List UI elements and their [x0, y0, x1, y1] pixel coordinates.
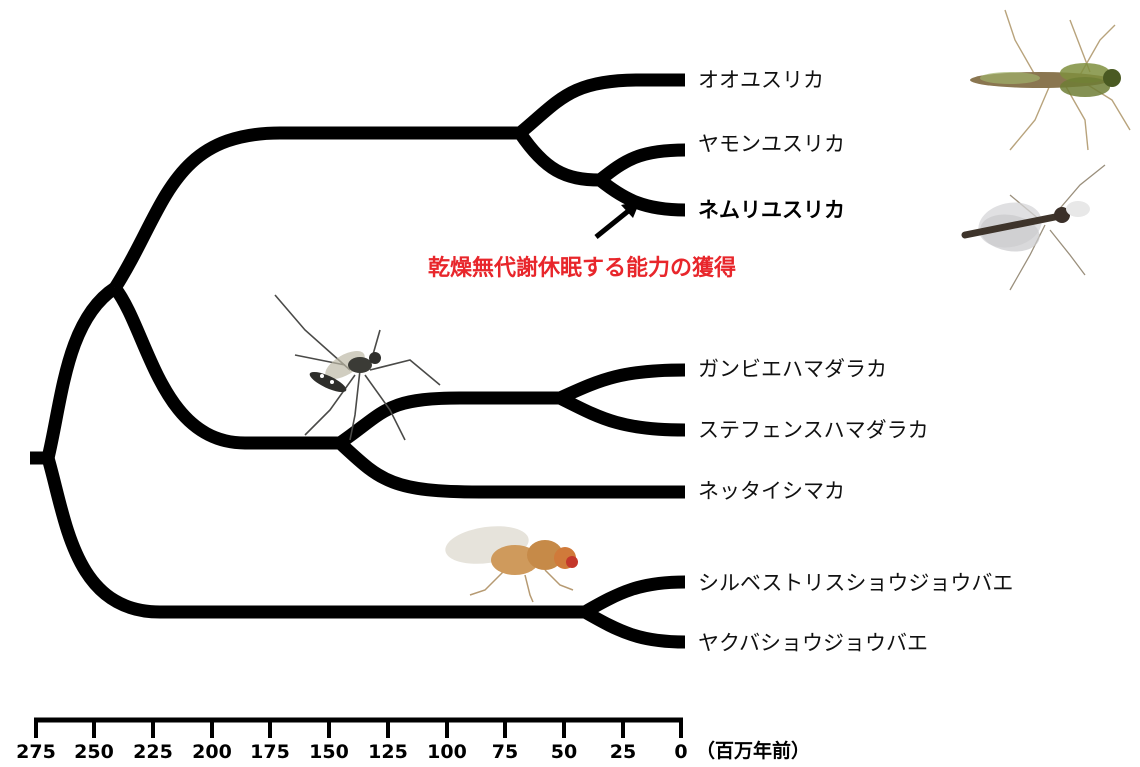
branch-anopheles	[336, 391, 560, 449]
branch-drosophila	[41, 456, 585, 619]
branch-gambiae	[557, 363, 686, 404]
taxon-label-silvestris: シルベストリスショウジョウバエ	[698, 571, 1013, 595]
axis-tick-label: 175	[250, 741, 290, 763]
taxon-labels: オオユスリカ ヤモンユスリカ ネムリユスリカ ガンビエハマダラカ ステフェンスハ…	[698, 68, 1013, 655]
taxon-label-gambiae: ガンビエハマダラカ	[698, 357, 887, 381]
taxon-label-stephensi: ステフェンスハマダラカ	[698, 418, 929, 442]
branch-chironomidae	[109, 126, 520, 292]
axis-ticks	[34, 720, 683, 738]
annotation-group: 乾燥無代謝休眠する能力の獲得	[428, 201, 736, 281]
axis-tick-label: 25	[610, 741, 636, 763]
annotation-arrow	[594, 206, 634, 239]
sleeping-midge-illustration	[961, 164, 1106, 291]
annotation-arrowhead	[621, 201, 640, 218]
axis-tick-label: 150	[309, 741, 349, 763]
axis-tick-label: 0	[674, 741, 687, 763]
branch-oouusurika	[515, 73, 685, 139]
axis-tick-labels: 275 250 225 200 175 150 125 100 75 50 25…	[16, 741, 687, 763]
axis-tick-label: 50	[551, 741, 577, 763]
branch-culicidae	[109, 283, 340, 450]
taxon-label-nemuriyusurika: ネムリユスリカ	[698, 198, 845, 222]
axis-tick-label: 100	[427, 741, 467, 763]
axis-tick-label: 75	[492, 741, 518, 763]
axis-tick-label: 125	[368, 741, 408, 763]
branch-silvestris	[581, 575, 686, 618]
time-axis: 275 250 225 200 175 150 125 100 75 50 25…	[16, 717, 810, 763]
axis-unit-label: （百万年前）	[696, 739, 810, 762]
branch-yamon	[595, 143, 686, 186]
tree-branches	[30, 73, 686, 649]
axis-tick-label: 275	[16, 741, 56, 763]
fruit-fly-illustration	[445, 526, 578, 603]
branch-nemuri	[595, 174, 686, 217]
taxon-label-aedes: ネッタイシマカ	[698, 479, 845, 503]
annotation-text: 乾燥無代謝休眠する能力の獲得	[428, 255, 736, 281]
branch-stephensi	[557, 392, 686, 437]
branch-yakuba	[581, 606, 686, 649]
axis-tick-label: 250	[74, 741, 114, 763]
branch-nematocera	[41, 282, 119, 460]
midge-illustration	[970, 9, 1131, 151]
taxon-label-yamonyusurika: ヤモンユスリカ	[698, 132, 845, 156]
axis-tick-label: 225	[133, 741, 173, 763]
taxon-label-yakuba: ヤクバショウジョウバエ	[698, 631, 928, 655]
mosquito-illustration	[274, 294, 441, 441]
taxon-label-oouusurika: オオユスリカ	[698, 68, 824, 92]
branch-aedes	[335, 438, 685, 499]
branch-yamon-nemuri	[514, 129, 601, 187]
axis-tick-label: 200	[192, 741, 232, 763]
